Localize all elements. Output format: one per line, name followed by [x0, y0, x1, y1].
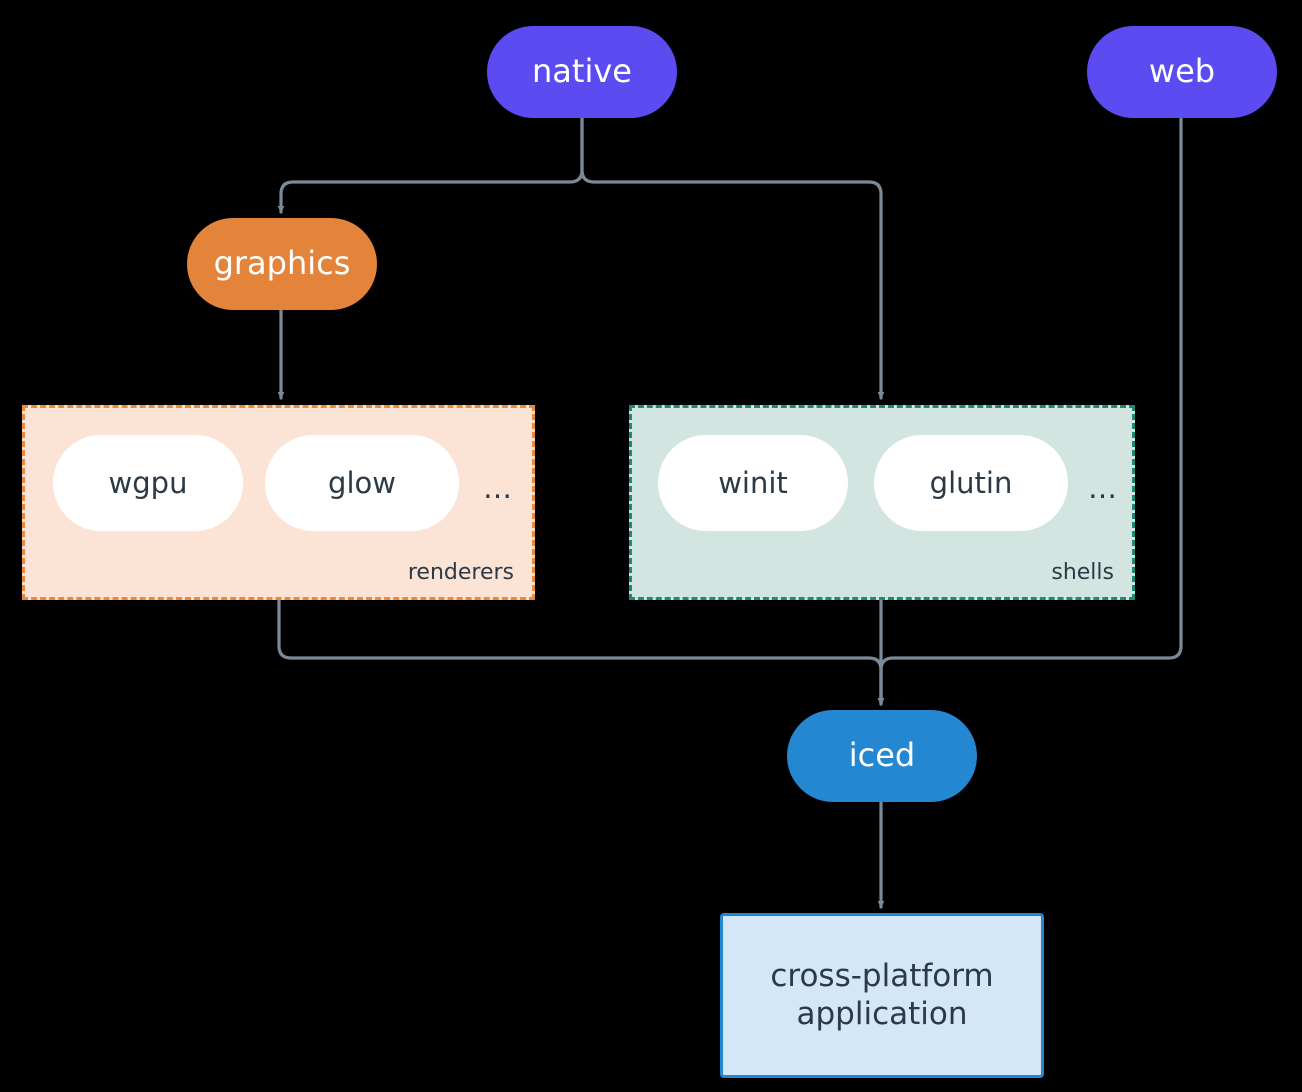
group-shells[interactable]: winit glutin … shells [629, 405, 1135, 600]
renderers-overflow-ellipsis: … [483, 471, 512, 505]
app-label-line2: application [796, 995, 968, 1032]
chip-glow[interactable]: glow [265, 435, 459, 531]
chip-glutin[interactable]: glutin [874, 435, 1068, 531]
node-native-label: native [532, 52, 632, 91]
edge-renderers-iced [277, 598, 885, 706]
node-native[interactable]: native [487, 26, 677, 118]
group-shells-label: shells [1051, 560, 1114, 585]
node-iced[interactable]: iced [787, 710, 977, 802]
edge-native-shells [580, 116, 885, 400]
shells-overflow-ellipsis: … [1088, 471, 1117, 505]
node-cross-platform-application[interactable]: cross-platform application [720, 913, 1044, 1078]
node-web-label: web [1148, 52, 1216, 91]
chip-glutin-label: glutin [929, 466, 1013, 500]
chip-wgpu[interactable]: wgpu [53, 435, 243, 531]
node-web[interactable]: web [1087, 26, 1277, 118]
group-renderers[interactable]: wgpu glow … renderers [22, 405, 535, 600]
group-renderers-label: renderers [407, 560, 514, 585]
chip-winit-label: winit [718, 466, 788, 500]
chip-wgpu-label: wgpu [108, 466, 188, 500]
chip-winit[interactable]: winit [658, 435, 848, 531]
node-iced-label: iced [848, 736, 916, 775]
edge-native-graphics [277, 116, 584, 214]
node-graphics[interactable]: graphics [187, 218, 377, 310]
app-label-line1: cross-platform [770, 957, 994, 994]
chip-glow-label: glow [328, 466, 396, 500]
node-graphics-label: graphics [213, 244, 351, 283]
